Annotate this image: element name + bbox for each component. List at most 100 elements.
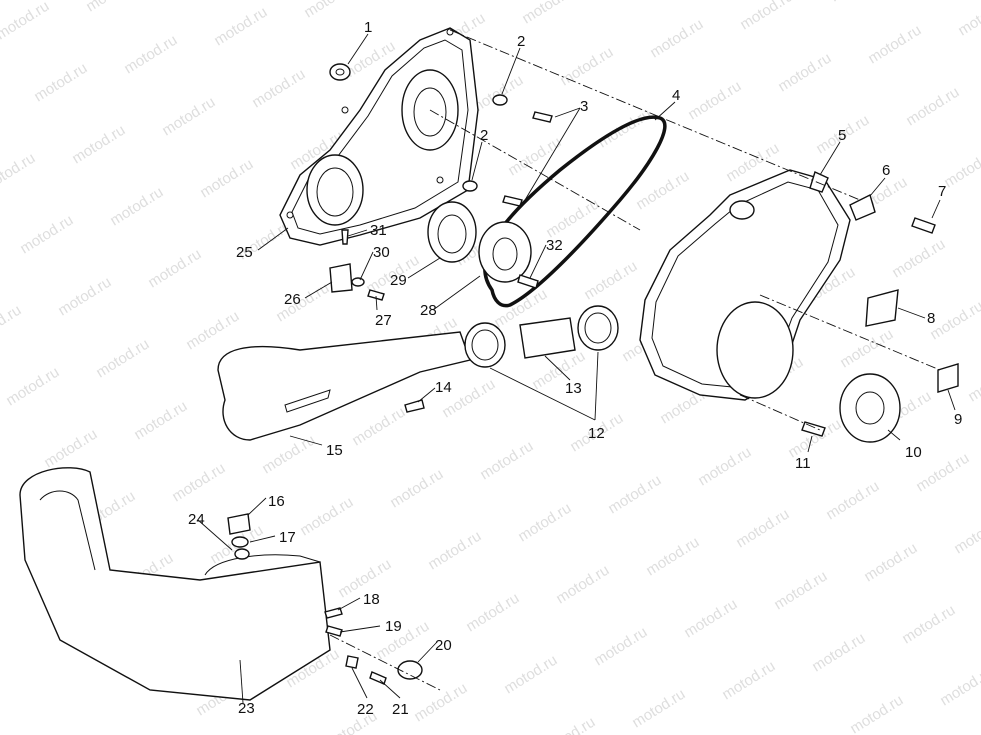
watermark-text: motod.ru <box>719 658 778 704</box>
watermark-text: motod.ru <box>695 444 754 490</box>
watermark-text: motod.ru <box>955 0 981 39</box>
watermark-text: motod.ru <box>477 438 536 484</box>
screw-part-14 <box>404 399 425 413</box>
watermark-text: motod.ru <box>463 590 522 636</box>
clip-part-19 <box>325 625 343 637</box>
watermark-text: motod.ru <box>297 494 356 540</box>
callout-22: 22 <box>357 701 374 718</box>
screw-part-11 <box>801 421 826 437</box>
callout-25: 25 <box>236 244 253 261</box>
watermark-text: motod.ru <box>685 78 744 124</box>
decal-part-8 <box>865 289 899 327</box>
callout-14: 14 <box>435 379 452 396</box>
gasket-part-10 <box>839 373 901 443</box>
watermark-text: motod.ru <box>131 398 190 444</box>
drive-belt <box>483 115 667 308</box>
callout-31: 31 <box>370 222 387 239</box>
callout-17: 17 <box>279 529 296 546</box>
watermark-text: motod.ru <box>107 184 166 230</box>
watermark-text: motod.ru <box>591 624 650 670</box>
callout-2b: 2 <box>480 127 488 144</box>
watermark-text: motod.ru <box>259 432 318 478</box>
watermark-text: motod.ru <box>733 506 792 552</box>
callout-12: 12 <box>588 425 605 442</box>
watermark-text: motod.ru <box>0 150 38 196</box>
bolt-part-3a <box>532 111 553 123</box>
callout-2: 2 <box>517 33 525 50</box>
watermark-text: motod.ru <box>0 302 24 348</box>
washer-part-30 <box>351 277 365 287</box>
watermark-text: motod.ru <box>31 60 90 106</box>
watermark-text: motod.ru <box>17 212 76 258</box>
watermark-text: motod.ru <box>543 196 602 242</box>
lower-duct <box>19 467 331 701</box>
watermark-text: motod.ru <box>965 360 981 406</box>
watermark-text: motod.ru <box>41 426 100 472</box>
watermark-text: motod.ru <box>159 94 218 140</box>
washer-part-2b <box>462 180 478 192</box>
screw-part-27 <box>367 289 385 301</box>
watermark-text: motod.ru <box>643 534 702 580</box>
watermark-text: motod.ru <box>775 50 834 96</box>
callout-20: 20 <box>435 637 452 654</box>
ring-part-24 <box>234 548 250 560</box>
callout-24: 24 <box>188 511 205 528</box>
clamp-part-20 <box>397 660 423 680</box>
callout-32: 32 <box>546 237 563 254</box>
leader-lines <box>197 33 956 704</box>
watermark-text: motod.ru <box>3 364 62 410</box>
watermark-text: motod.ru <box>183 308 242 354</box>
watermark-text: motod.ru <box>847 692 906 735</box>
washer-part-1 <box>329 63 351 81</box>
clamp-part-12b <box>577 305 619 351</box>
watermark-text: motod.ru <box>553 562 612 608</box>
screw-part-21 <box>369 671 387 685</box>
watermark-text: motod.ru <box>903 84 962 130</box>
pin-part-31 <box>341 229 349 245</box>
watermark-text: motod.ru <box>425 528 484 574</box>
watermark-text: motod.ru <box>145 246 204 292</box>
watermark-text: motod.ru <box>809 630 868 676</box>
seal-part-28 <box>478 221 532 283</box>
watermark-text: motod.ru <box>69 122 128 168</box>
watermark-text: motod.ru <box>121 32 180 78</box>
watermark-text: motod.ru <box>913 450 972 496</box>
callouts: 1 2 2 3 4 5 6 7 8 9 10 11 12 13 14 15 16… <box>188 19 962 718</box>
outer-cover <box>639 169 851 401</box>
watermark-text: motod.ru <box>387 466 446 512</box>
callout-5: 5 <box>838 127 846 144</box>
watermark-text: motod.ru <box>823 478 882 524</box>
callout-15: 15 <box>326 442 343 459</box>
watermark-text: motod.ru <box>771 568 830 614</box>
callout-3: 3 <box>580 98 588 115</box>
callout-28: 28 <box>420 302 437 319</box>
watermark-text: motod.ru <box>681 596 740 642</box>
washer-part-2a <box>492 94 508 106</box>
decal-part-9 <box>937 363 959 393</box>
watermark-text: motod.ru <box>605 472 664 518</box>
watermark-text: motod.ru <box>501 652 560 698</box>
callout-6: 6 <box>882 162 890 179</box>
watermark-text: motod.ru <box>83 0 142 15</box>
watermark-text: motod.ru <box>629 686 688 732</box>
callout-9: 9 <box>954 411 962 428</box>
callout-11: 11 <box>795 455 811 472</box>
watermark-text: motod.ru <box>93 336 152 382</box>
watermark-text: motod.ru <box>0 0 52 43</box>
callout-1: 1 <box>364 19 372 36</box>
inner-cover <box>279 27 479 246</box>
callout-21: 21 <box>392 701 409 718</box>
callout-16: 16 <box>268 493 285 510</box>
watermark-text: motod.ru <box>941 146 981 192</box>
watermark-text: motod.ru <box>273 280 332 326</box>
clip-part-18 <box>324 607 343 619</box>
bolt-part-3b <box>502 195 523 207</box>
coupler-part-13 <box>519 317 576 359</box>
watermark-text: motod.ru <box>595 106 654 152</box>
watermark-text: motod.ru <box>557 44 616 90</box>
seal-part-29 <box>427 201 477 263</box>
screw-part-32 <box>517 274 539 289</box>
watermark-text: motod.ru <box>737 0 796 33</box>
ring-part-17 <box>231 536 249 548</box>
